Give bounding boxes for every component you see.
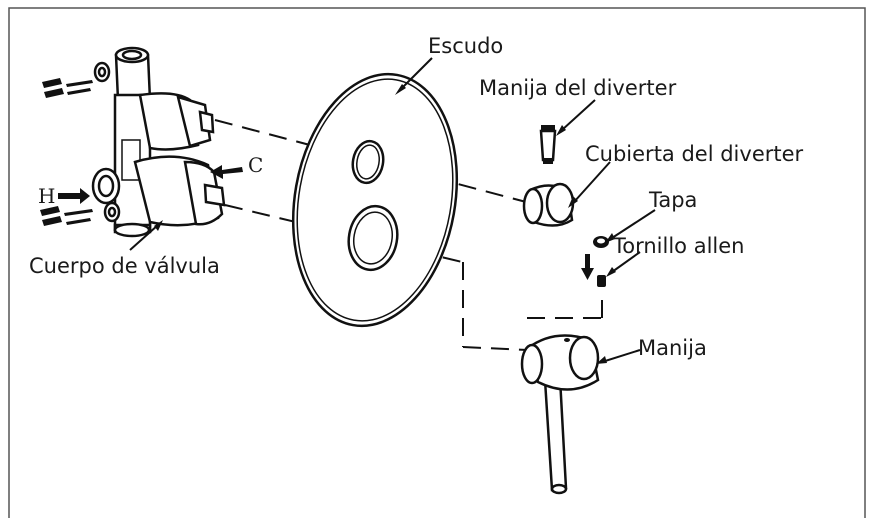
main-handle bbox=[520, 334, 600, 495]
leader-lines bbox=[129, 57, 656, 364]
label-escudo: Escudo bbox=[428, 34, 503, 58]
label-tornillo-allen: Tornillo allen bbox=[612, 234, 744, 258]
wall-anchors bbox=[40, 78, 93, 226]
diverter-cover bbox=[522, 182, 575, 227]
cap-part bbox=[593, 236, 609, 248]
label-manija: Manija bbox=[638, 336, 707, 360]
label-manija-diverter: Manija del diverter bbox=[479, 76, 677, 100]
down-arrow-icon bbox=[581, 254, 594, 280]
hot-inlet-label: H bbox=[38, 184, 55, 208]
allen-screw-part bbox=[597, 275, 606, 287]
escutcheon-plate bbox=[291, 72, 459, 328]
cold-inlet-label: C bbox=[248, 153, 263, 177]
label-cubierta-diverter: Cubierta del diverter bbox=[585, 142, 804, 166]
label-cuerpo-valvula: Cuerpo de válvula bbox=[29, 254, 220, 278]
hot-arrow-icon bbox=[58, 188, 90, 204]
label-tapa: Tapa bbox=[648, 188, 697, 212]
diverter-handle-pin bbox=[539, 125, 557, 164]
cold-arrow-icon bbox=[210, 165, 243, 179]
